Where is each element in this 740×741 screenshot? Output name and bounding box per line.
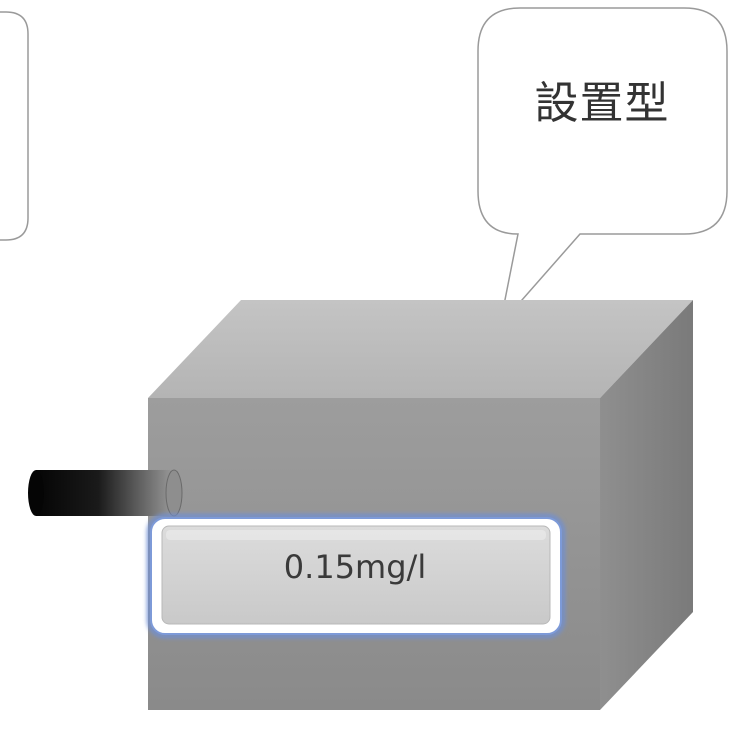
display-panel — [147, 514, 565, 638]
left-bubble — [0, 11, 29, 241]
box-top-face — [148, 300, 693, 398]
sensor-probe — [28, 469, 183, 517]
speech-bubble — [477, 7, 728, 328]
box-side-face — [600, 300, 693, 710]
speech-bubble-label: 設置型 — [534, 78, 670, 129]
measurement-readout: 0.15mg/l — [283, 548, 427, 586]
